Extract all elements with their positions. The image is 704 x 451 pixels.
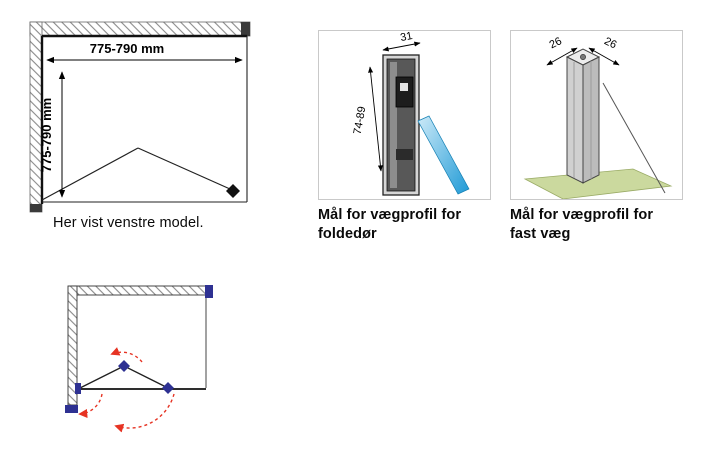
fixed-profile-left-dimension: 26: [546, 35, 578, 66]
fixed-profile-right-dimension: 26: [588, 35, 620, 66]
enclosure-glass-outline: [41, 36, 248, 203]
folding-door-plan: [75, 360, 206, 394]
fixed-profile-panel: 26 26: [510, 30, 683, 200]
handle-diamond: [162, 382, 174, 394]
fixed-profile-caption-line2: fast væg: [510, 225, 571, 242]
swing-arc-large: [114, 393, 175, 433]
door-wall-bracket: [75, 383, 81, 394]
fixed-profile-body: [565, 48, 601, 184]
width-dimension-label: 775-790 mm: [90, 41, 164, 56]
glass-pane: [417, 115, 470, 195]
top-view-walls: [67, 285, 207, 406]
glass-edge-line: [602, 82, 666, 194]
fold-profile-body: [382, 54, 420, 196]
fold-profile-caption: Mål for vægprofil for foldedør: [318, 206, 494, 244]
depth-dimension: 775-790 mm: [39, 71, 66, 198]
profile-bolt: [580, 54, 586, 60]
fold-profile-caption-line2: foldedør: [318, 225, 377, 242]
width-dimension: 775-790 mm: [46, 41, 243, 64]
door-handle-marker: [226, 184, 240, 198]
fold-profile-depth-label: 74-89: [352, 106, 369, 136]
fixed-profile-right-label: 26: [602, 35, 618, 51]
fixed-profile-drawing: 26 26: [523, 35, 673, 200]
fold-profile-width-label: 31: [399, 31, 413, 44]
fixed-profile-left-label: 26: [548, 35, 564, 51]
enclosure-caption: Her vist venstre model.: [53, 215, 204, 231]
enclosure-walls: [29, 21, 251, 213]
fold-profile-width-dimension: 31: [382, 30, 421, 52]
enclosure-drawing: 775-790 mm 775-790 mm: [29, 21, 251, 213]
hinge-diamond: [118, 360, 130, 372]
swing-arcs: [78, 347, 175, 433]
fold-profile-drawing: 31 74-89: [352, 30, 470, 196]
fold-profile-depth-dimension: 74-89: [352, 66, 383, 172]
fixed-profile-caption-line1: Mål for vægprofil for: [510, 207, 654, 223]
top-view-diagram: [65, 285, 213, 433]
wall-profile-right: [205, 285, 213, 298]
fixed-profile-caption: Mål for vægprofil for fast væg: [510, 206, 686, 244]
fold-profile-caption-line1: Mål for vægprofil for: [318, 207, 462, 223]
fold-profile-panel: 31 74-89: [318, 30, 491, 200]
depth-dimension-label: 775-790 mm: [39, 98, 54, 172]
swing-arc-fold: [110, 347, 143, 363]
swing-arc-left: [78, 393, 103, 419]
wall-profile-bottom: [65, 405, 78, 413]
